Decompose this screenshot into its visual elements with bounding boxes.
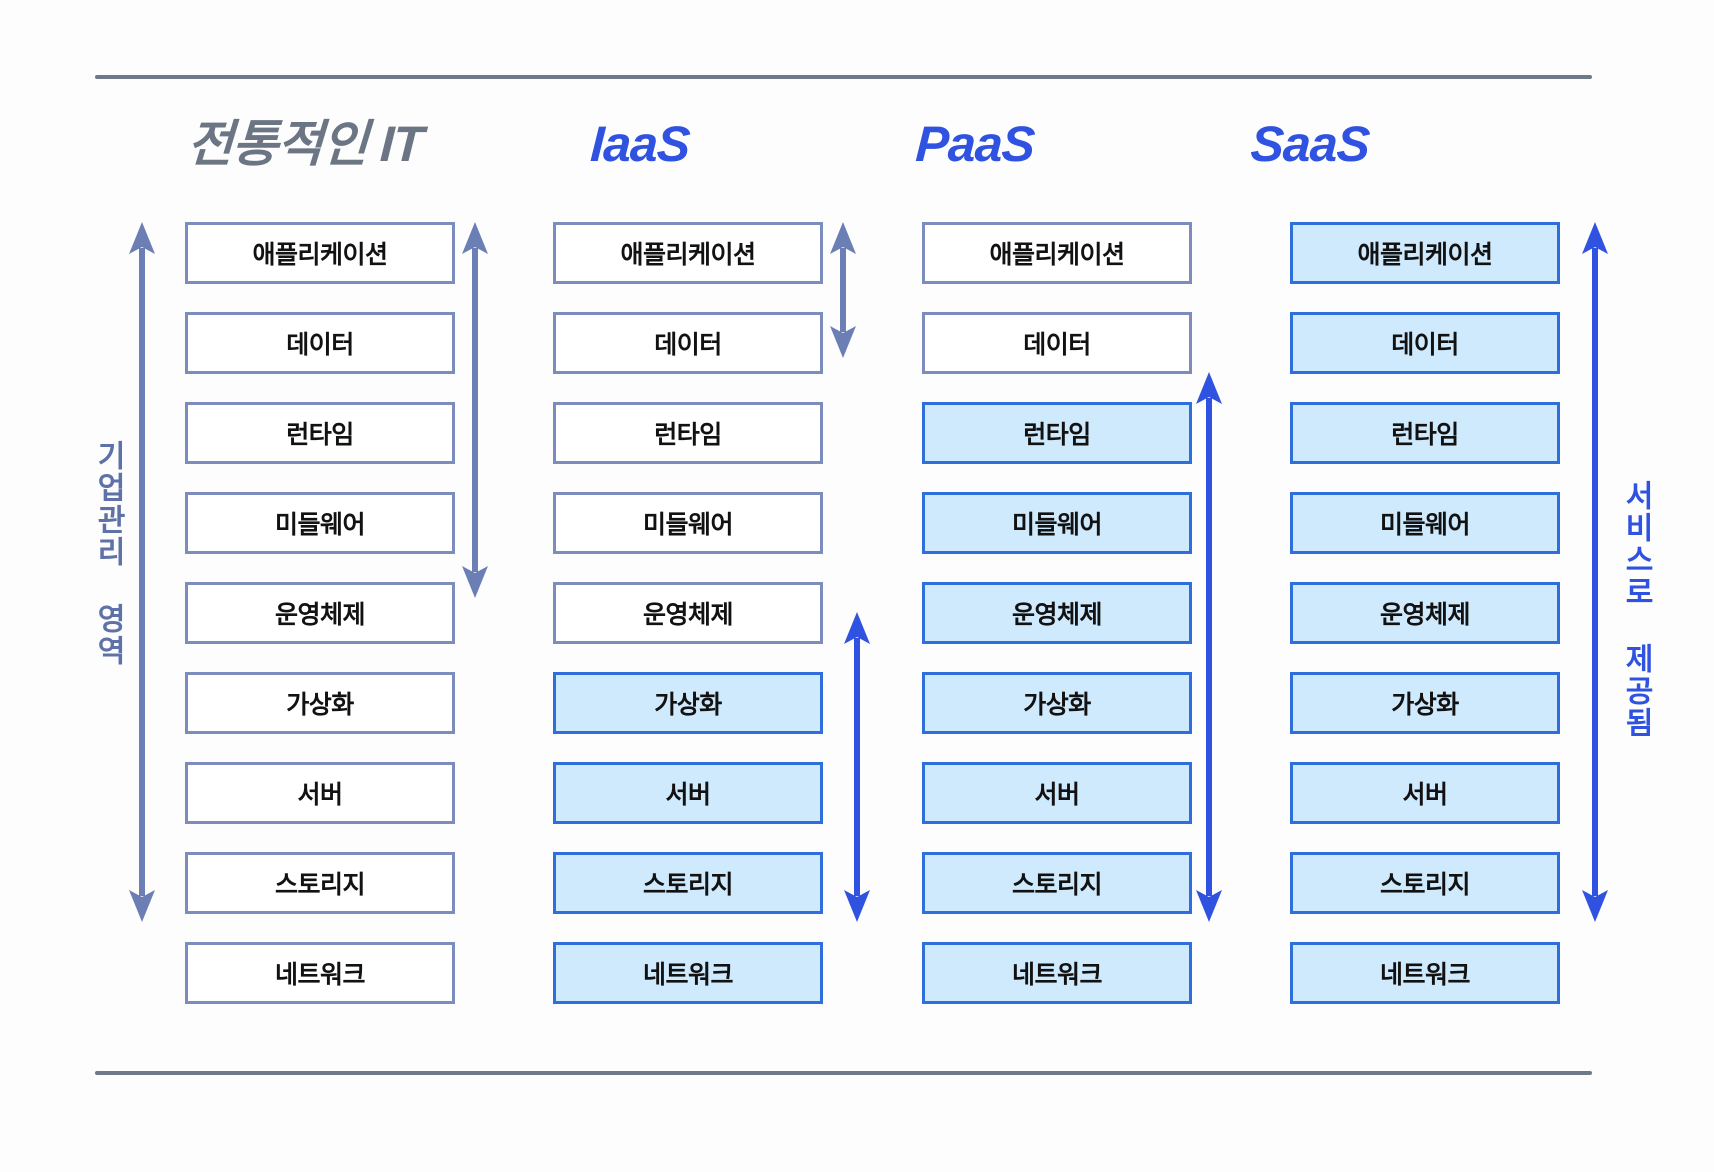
column-title-traditional: 전통적인 IT — [185, 116, 425, 172]
scope-arrow-enterprise-managed — [125, 222, 159, 922]
layer-cell-saas-8[interactable]: 네트워크 — [1290, 942, 1560, 1004]
top-divider-rule — [95, 75, 1592, 79]
layer-cell-iaas-4[interactable]: 운영체제 — [553, 582, 823, 644]
layer-cell-iaas-3[interactable]: 미들웨어 — [553, 492, 823, 554]
scope-arrow-iaas-customer — [458, 222, 492, 598]
layer-cell-saas-0[interactable]: 애플리케이션 — [1290, 222, 1560, 284]
layer-cell-saas-6[interactable]: 서버 — [1290, 762, 1560, 824]
scope-label-provided-as-service: 서비스로 제공됨 — [1619, 480, 1653, 739]
column-title-iaas: IaaS — [589, 116, 691, 172]
scope-arrow-iaas-provider — [840, 612, 874, 922]
layer-cell-traditional-8[interactable]: 네트워크 — [185, 942, 455, 1004]
layer-cell-saas-5[interactable]: 가상화 — [1290, 672, 1560, 734]
scope-arrow-paas-customer — [826, 222, 860, 358]
layer-cell-iaas-8[interactable]: 네트워크 — [553, 942, 823, 1004]
scope-arrow-provided-as-service — [1578, 222, 1612, 922]
layer-cell-paas-3[interactable]: 미들웨어 — [922, 492, 1192, 554]
scope-arrow-paas-provider — [1192, 372, 1226, 922]
layer-cell-traditional-1[interactable]: 데이터 — [185, 312, 455, 374]
stack-column-iaas: 애플리케이션 데이터 런타임 미들웨어 운영체제 가상화 서버 스토리지 네트워… — [553, 222, 823, 1004]
layer-cell-iaas-2[interactable]: 런타임 — [553, 402, 823, 464]
layer-cell-paas-0[interactable]: 애플리케이션 — [922, 222, 1192, 284]
layer-cell-saas-1[interactable]: 데이터 — [1290, 312, 1560, 374]
layer-cell-saas-2[interactable]: 런타임 — [1290, 402, 1560, 464]
layer-cell-paas-6[interactable]: 서버 — [922, 762, 1192, 824]
column-title-paas: PaaS — [914, 116, 1036, 172]
layer-cell-traditional-4[interactable]: 운영체제 — [185, 582, 455, 644]
layer-cell-paas-4[interactable]: 운영체제 — [922, 582, 1192, 644]
layer-cell-traditional-3[interactable]: 미들웨어 — [185, 492, 455, 554]
bottom-divider-rule — [95, 1071, 1592, 1075]
layer-cell-paas-8[interactable]: 네트워크 — [922, 942, 1192, 1004]
stack-column-saas: 애플리케이션 데이터 런타임 미들웨어 운영체제 가상화 서버 스토리지 네트워… — [1290, 222, 1560, 1004]
layer-cell-paas-7[interactable]: 스토리지 — [922, 852, 1192, 914]
layer-cell-iaas-5[interactable]: 가상화 — [553, 672, 823, 734]
stack-column-paas: 애플리케이션 데이터 런타임 미들웨어 운영체제 가상화 서버 스토리지 네트워… — [922, 222, 1192, 1004]
layer-cell-iaas-6[interactable]: 서버 — [553, 762, 823, 824]
layer-cell-saas-7[interactable]: 스토리지 — [1290, 852, 1560, 914]
layer-cell-traditional-6[interactable]: 서버 — [185, 762, 455, 824]
layer-cell-traditional-0[interactable]: 애플리케이션 — [185, 222, 455, 284]
layer-cell-iaas-1[interactable]: 데이터 — [553, 312, 823, 374]
layer-cell-traditional-2[interactable]: 런타임 — [185, 402, 455, 464]
stack-column-traditional: 애플리케이션 데이터 런타임 미들웨어 운영체제 가상화 서버 스토리지 네트워… — [185, 222, 455, 1004]
layer-cell-iaas-7[interactable]: 스토리지 — [553, 852, 823, 914]
scope-label-enterprise-managed: 기업관리 영역 — [91, 440, 125, 667]
layer-cell-paas-1[interactable]: 데이터 — [922, 312, 1192, 374]
layer-cell-iaas-0[interactable]: 애플리케이션 — [553, 222, 823, 284]
column-title-saas: SaaS — [1249, 116, 1371, 172]
layer-cell-saas-3[interactable]: 미들웨어 — [1290, 492, 1560, 554]
layer-cell-traditional-5[interactable]: 가상화 — [185, 672, 455, 734]
layer-cell-traditional-7[interactable]: 스토리지 — [185, 852, 455, 914]
layer-cell-paas-2[interactable]: 런타임 — [922, 402, 1192, 464]
layer-cell-saas-4[interactable]: 운영체제 — [1290, 582, 1560, 644]
layer-cell-paas-5[interactable]: 가상화 — [922, 672, 1192, 734]
